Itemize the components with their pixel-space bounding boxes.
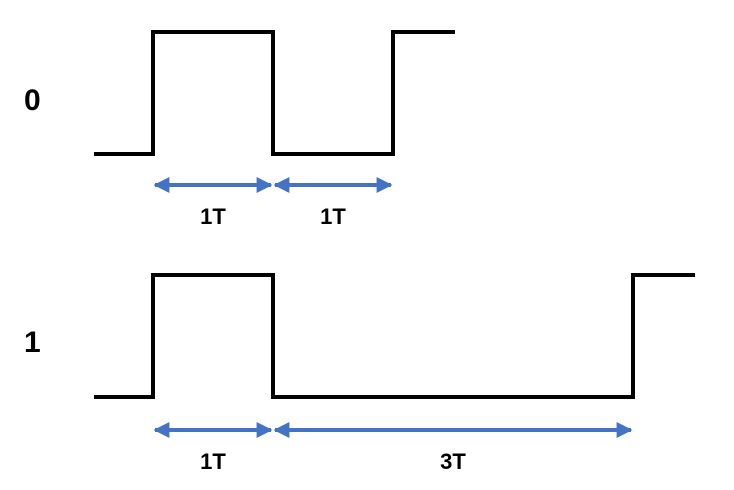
symbol-1-row: 1 1T 3T [24, 273, 695, 474]
symbol-0-label: 0 [24, 84, 41, 117]
symbol-0-duration-low: 1T [273, 177, 393, 229]
symbol-1-duration-high: 1T [153, 422, 273, 474]
symbol-1-waveform [94, 273, 695, 399]
symbol-0-row: 0 1T 1T [24, 30, 455, 229]
symbol-1-high-duration-label: 1T [200, 449, 226, 474]
symbol-0-high-duration-label: 1T [200, 204, 226, 229]
symbol-1-low-duration-label: 3T [440, 449, 466, 474]
symbol-0-duration-high: 1T [153, 177, 273, 229]
symbol-1-duration-low: 3T [273, 422, 633, 474]
symbol-0-low-duration-label: 1T [320, 204, 346, 229]
symbol-0-waveform [94, 30, 455, 156]
symbol-1-label: 1 [24, 326, 41, 359]
